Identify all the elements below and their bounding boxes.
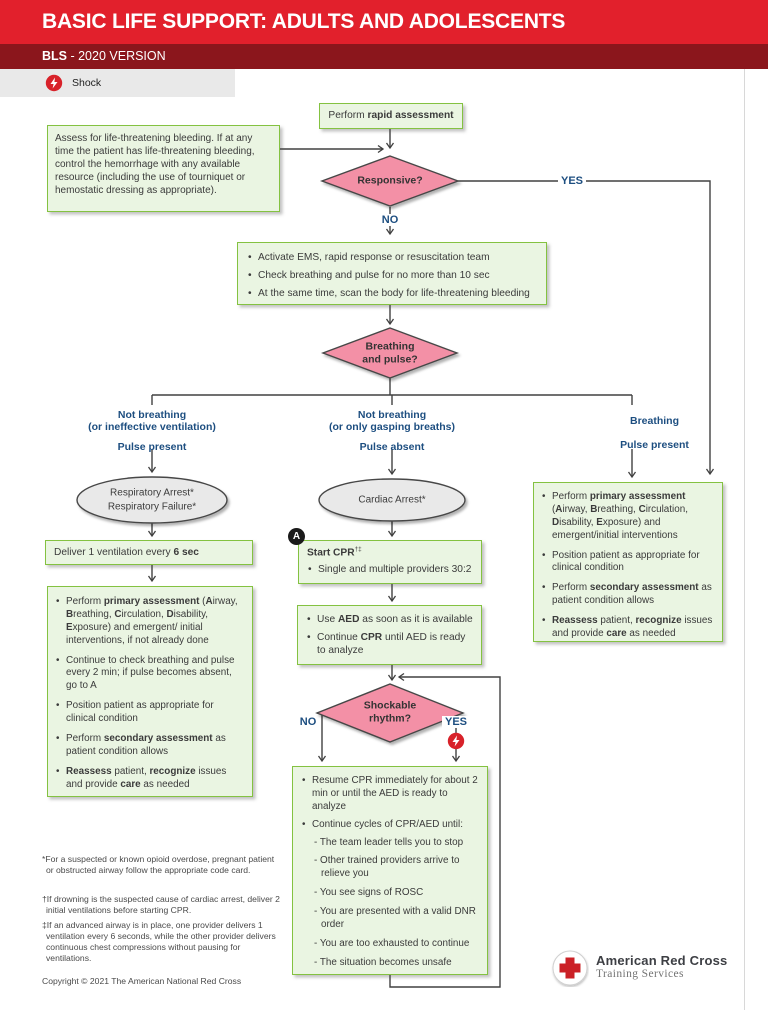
footnote-double-dagger: ‡If an advanced airway is in place, one … — [42, 920, 276, 963]
care-item: Perform secondary assessment as patient … — [55, 733, 245, 759]
responsive-no-label: NO — [378, 214, 402, 226]
until-item: - You are too exhausted to continue — [314, 937, 470, 949]
start-cpr-box: Start CPR†‡ Single and multiple provider… — [298, 540, 482, 584]
start-cpr-list: Single and multiple providers 30:2 — [307, 563, 473, 576]
version-bar: BLS - 2020 VERSION — [0, 44, 768, 69]
shock-icon — [447, 732, 465, 750]
version-bold: BLS — [42, 49, 67, 63]
connector-lines — [147, 129, 715, 988]
care-item: Position patient as appropriate for clin… — [541, 550, 715, 576]
rapid-assessment-text: Perform rapid assessment — [328, 110, 454, 122]
column2-heading: Not breathing (or only gasping breaths) … — [297, 409, 487, 453]
breathing-pulse-diamond — [320, 327, 460, 379]
shockable-rhythm-diamond — [315, 683, 465, 743]
start-cpr-item: Single and multiple providers 30:2 — [307, 563, 473, 576]
column3-heading: Breathing Pulse present — [562, 415, 747, 452]
resume-item: Continue cycles of CPR/AED until: — [301, 819, 481, 832]
header-bar: BASIC LIFE SUPPORT: ADULTS AND ADOLESCEN… — [0, 0, 768, 44]
breathing-pulse-question: Breathing and pulse? — [362, 340, 417, 365]
shockable-line2: rhythm? — [369, 712, 411, 724]
breathing-care-box: Perform primary assessment (Airway, Brea… — [533, 482, 723, 642]
care-item: Reassess patient, recognize issues and p… — [541, 615, 715, 641]
care-item: Reassess patient, recognize issues and p… — [55, 766, 245, 792]
care-item: Perform primary assessment (Airway, Brea… — [541, 491, 715, 543]
ems-item: Activate EMS, rapid response or resuscit… — [247, 251, 537, 264]
deliver-ventilation-text: Deliver 1 ventilation every 6 sec — [54, 546, 199, 558]
col2-head-line1: Not breathing — [357, 409, 427, 421]
until-item: - You see signs of ROSC — [314, 887, 424, 899]
resume-item: Resume CPR immediately for about 2 min o… — [301, 775, 481, 814]
legend-shock-label: Shock — [72, 77, 102, 89]
breathing-pulse-line2: and pulse? — [362, 353, 418, 365]
resume-cpr-box: Resume CPR immediately for about 2 min o… — [292, 766, 488, 975]
care-item: Perform primary assessment (Airway, Brea… — [55, 596, 245, 648]
col3-head-line2: Pulse present — [620, 439, 689, 452]
respiratory-arrest-line1: Respiratory Arrest* — [110, 487, 194, 499]
care-item: Position patient as appropriate for clin… — [55, 700, 245, 726]
until-item: - You are presented with a valid DNR ord… — [314, 906, 476, 930]
cardiac-arrest-text: Cardiac Arrest* — [358, 494, 426, 506]
logo-division-name: Training Services — [596, 968, 684, 980]
shockable-yes-label: YES — [441, 716, 471, 728]
care-item: Continue to check breathing and pulse ev… — [55, 655, 245, 694]
until-item: - The situation becomes unsafe — [314, 956, 452, 968]
breathing-care-list: Perform primary assessment (Airway, Brea… — [541, 491, 715, 641]
col3-head-line1: Breathing — [629, 415, 679, 427]
until-item: - The team leader tells you to stop — [314, 836, 464, 848]
col1-head-line2: (or ineffective ventilation) — [88, 421, 216, 434]
responsive-yes-label: YES — [557, 175, 587, 187]
column1-heading: Not breathing (or ineffective ventilatio… — [57, 409, 247, 453]
col1-head-line3: Pulse present — [117, 440, 187, 453]
respiratory-arrest-oval — [76, 476, 228, 524]
aed-box: Use AED as soon as it is available Conti… — [297, 605, 482, 665]
logo-org-name: American Red Cross — [596, 953, 728, 968]
respiratory-arrest-text: Respiratory Arrest* Respiratory Failure* — [108, 487, 196, 514]
rapid-assessment-box: Perform rapid assessment — [319, 103, 463, 129]
responsive-diamond — [319, 155, 461, 207]
aed-item: Continue CPR until AED is ready to analy… — [306, 631, 473, 657]
version-label: BLS - 2020 VERSION — [42, 44, 166, 69]
cardiac-arrest-oval — [318, 478, 466, 522]
red-cross-logo-icon — [552, 950, 588, 986]
flow-shapes — [76, 155, 466, 743]
shockable-line1: Shockable — [363, 699, 417, 712]
resume-cpr-list: Resume CPR immediately for about 2 min o… — [301, 775, 481, 832]
until-item: - Other trained providers arrive to reli… — [314, 855, 460, 880]
marker-a-badge: A — [288, 528, 305, 545]
responsive-question: Responsive? — [357, 174, 423, 187]
ems-list: Activate EMS, rapid response or resuscit… — [247, 251, 537, 300]
breathing-pulse-line1: Breathing — [365, 340, 415, 353]
bleeding-note-box: Assess for life-threatening bleeding. If… — [47, 125, 280, 212]
aed-item: Use AED as soon as it is available — [306, 613, 473, 626]
resume-until-list: - The team leader tells you to stop - Ot… — [301, 837, 481, 970]
bleeding-note-text: Assess for life-threatening bleeding. If… — [55, 133, 255, 196]
ems-box: Activate EMS, rapid response or resuscit… — [237, 242, 547, 305]
copyright-text: Copyright © 2021 The American National R… — [42, 976, 242, 986]
ems-item: Check breathing and pulse for no more th… — [247, 269, 537, 282]
ems-item: At the same time, scan the body for life… — [247, 287, 537, 300]
page-title: BASIC LIFE SUPPORT: ADULTS AND ADOLESCEN… — [42, 10, 566, 33]
footnote-dagger: †If drowning is the suspected cause of c… — [42, 894, 280, 915]
deliver-ventilation-box: Deliver 1 ventilation every 6 sec — [45, 540, 253, 565]
start-cpr-title: Start CPR†‡ — [307, 546, 362, 559]
respiratory-arrest-line2: Respiratory Failure* — [107, 501, 197, 512]
shock-icon — [45, 74, 63, 92]
shockable-no-label: NO — [299, 716, 317, 728]
care-item: Perform secondary assessment as patient … — [541, 582, 715, 608]
col1-head-line1: Not breathing — [117, 409, 187, 421]
shockable-question: Shockable rhythm? — [364, 699, 417, 724]
footnote-asterisk: *For a suspected or known opioid overdos… — [42, 854, 275, 875]
version-rest: - 2020 VERSION — [67, 49, 166, 63]
col2-head-line3: Pulse absent — [359, 440, 425, 453]
aed-list: Use AED as soon as it is available Conti… — [306, 613, 473, 657]
page-edge-line — [744, 69, 745, 1010]
legend-strip: Shock — [0, 69, 235, 97]
respiratory-care-list: Perform primary assessment (Airway, Brea… — [55, 596, 245, 791]
col2-head-line2: (or only gasping breaths) — [328, 421, 455, 434]
respiratory-care-box: Perform primary assessment (Airway, Brea… — [47, 586, 253, 797]
